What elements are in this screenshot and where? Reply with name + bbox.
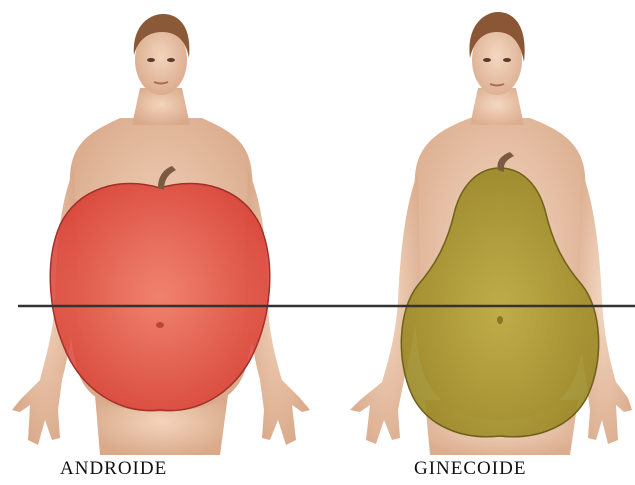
gynoid-right-eye [503, 58, 511, 62]
gynoid-navel [497, 316, 503, 324]
android-navel [156, 322, 164, 328]
android-left-eye [147, 58, 155, 62]
android-label: ANDROIDE [60, 458, 167, 480]
android-figure [12, 14, 310, 455]
gynoid-label: GINECOIDE [414, 458, 526, 480]
gynoid-left-eye [483, 58, 491, 62]
android-right-eye [167, 58, 175, 62]
gynoid-figure [350, 12, 632, 455]
apple-overlay [50, 184, 269, 411]
